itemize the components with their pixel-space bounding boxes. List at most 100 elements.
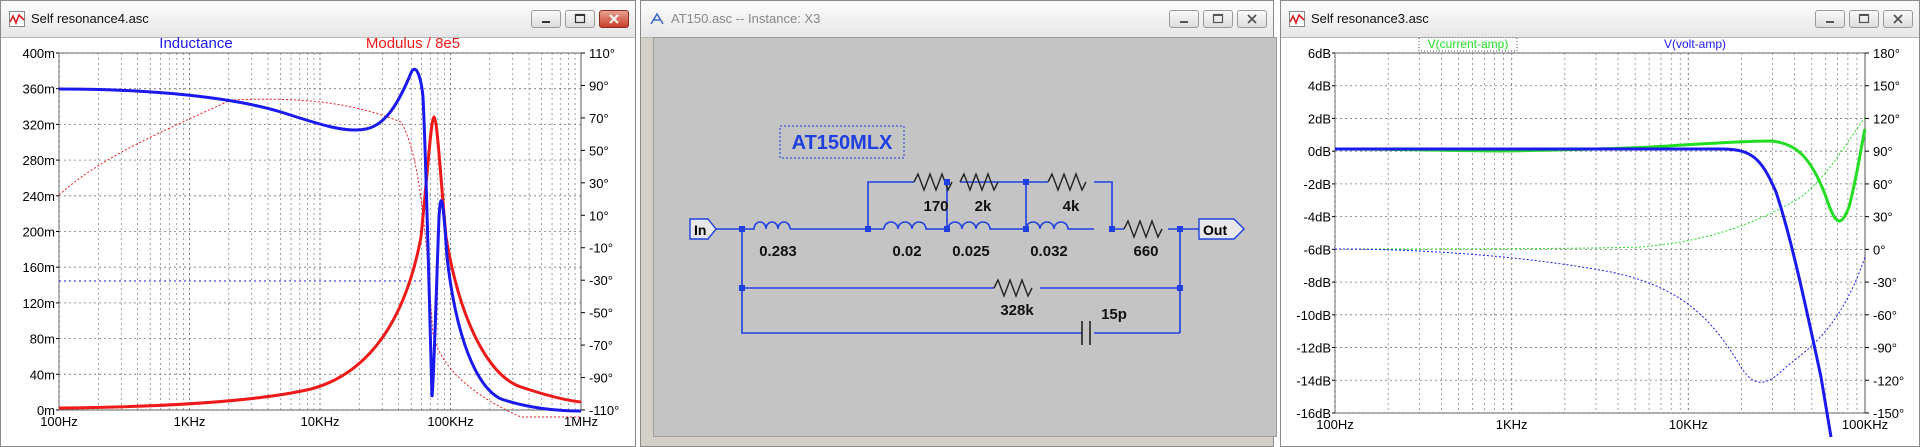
part-name-box[interactable]: AT150MLX <box>779 125 905 159</box>
inductor-value: 0.283 <box>759 243 797 260</box>
resistor-value: 2k <box>975 198 992 215</box>
plot-grid <box>58 52 582 411</box>
y-right-tick-label: -10° <box>589 241 613 256</box>
close-button[interactable] <box>1883 10 1913 28</box>
y-right-tick-label: 90° <box>589 78 609 93</box>
y-right-tick-label: 180° <box>1873 46 1900 61</box>
capacitor-value: 15p <box>1101 306 1127 323</box>
trace-labels: V(current-amp) V(volt-amp) <box>1418 37 1726 52</box>
waveform-plot[interactable]: V(current-amp) V(volt-amp) 6dB4dB2dB0dB-… <box>1281 37 1919 446</box>
maximize-button[interactable] <box>1203 10 1233 28</box>
traces <box>58 67 582 418</box>
inductor-l4 <box>1025 221 1072 230</box>
waveform-app-icon <box>1289 11 1305 27</box>
y-tick-label: -10dB <box>1296 308 1331 323</box>
y-right-tick-label: -30° <box>1873 275 1897 290</box>
traces <box>1334 116 1867 438</box>
y-tick-label: 2dB <box>1308 111 1331 126</box>
y-axis-right-labels: 110°90°70°50°30°10°-10°-30°-50°-70°-90°-… <box>581 46 619 418</box>
minimize-button[interactable] <box>1169 10 1199 28</box>
y-tick-label: 0dB <box>1308 144 1331 159</box>
waveform-plot[interactable]: Inductance Modulus / 8e5 400m 360m 320m 280… <box>1 37 635 446</box>
resistor-value: 660 <box>1133 243 1158 260</box>
maximize-button[interactable] <box>1849 10 1879 28</box>
inductance-trace <box>58 67 582 413</box>
y-right-tick-label: 50° <box>589 143 609 158</box>
inductor-value: 0.032 <box>1030 243 1068 260</box>
trace-label-volt-amp[interactable]: V(volt-amp) <box>1664 37 1726 51</box>
minimize-button[interactable] <box>1815 10 1845 28</box>
inductor-l2 <box>883 221 930 230</box>
close-button[interactable] <box>599 10 629 28</box>
trace-label-current-amp[interactable]: V(current-amp) <box>1428 37 1509 51</box>
window-title: AT150.asc -- Instance: X3 <box>671 11 821 26</box>
window-self-resonance3[interactable]: Self resonance3.asc V(current-amp) V(vol… <box>1280 0 1920 447</box>
capacitor <box>1081 321 1091 345</box>
x-tick-label: 100Hz <box>1316 417 1354 432</box>
y-tick-label: 240m <box>22 189 55 204</box>
resistor-r4 <box>1123 219 1163 239</box>
modulus-phase-trace <box>58 98 581 418</box>
volt-amp-trace <box>1335 147 1833 438</box>
port-out[interactable]: Out <box>1198 218 1245 240</box>
y-right-tick-label: -70° <box>589 338 613 353</box>
trace-label-inductance[interactable]: Inductance <box>159 37 232 52</box>
y-tick-label: 6dB <box>1308 46 1331 61</box>
y-tick-label: 200m <box>22 225 55 240</box>
component-values: 0.283 0.02 0.025 0.032 170 2k 4k 660 328… <box>759 198 1158 323</box>
window-at150-instance[interactable]: AT150.asc -- Instance: X3 <box>640 0 1277 447</box>
resistors <box>913 172 1163 298</box>
x-tick-label: 100KHz <box>1842 417 1888 432</box>
part-name: AT150MLX <box>792 132 893 154</box>
resistor-r2 <box>959 172 999 192</box>
y-right-tick-label: 110° <box>589 46 615 61</box>
y-tick-label: 400m <box>22 46 55 61</box>
schematic[interactable]: In Out AT150MLX 0.283 0.02 0.025 0.032 1… <box>654 38 1276 436</box>
resistor-r5 <box>993 278 1033 298</box>
close-button[interactable] <box>1237 10 1267 28</box>
resistor-r3 <box>1047 172 1087 192</box>
y-right-tick-label: 10° <box>589 208 609 223</box>
plot-frame <box>1334 52 1866 414</box>
inductor-value: 0.025 <box>952 243 990 260</box>
current-amp-trace <box>1334 128 1867 223</box>
y-tick-label: 320m <box>22 117 55 132</box>
y-axis-right-labels: 180°150°120°90°60°30°0°-30°-60°-90°-120°… <box>1865 46 1904 421</box>
y-tick-label: 360m <box>22 82 55 97</box>
y-right-tick-label: 30° <box>1873 210 1893 225</box>
title-bar[interactable]: AT150.asc -- Instance: X3 <box>641 1 1273 38</box>
y-tick-label: 280m <box>22 153 55 168</box>
y-right-tick-label: 60° <box>1873 177 1893 192</box>
y-axis-left-labels: 6dB4dB2dB0dB-2dB-4dB-6dB-8dB-10dB-12dB-1… <box>1296 46 1335 421</box>
title-bar[interactable]: Self resonance4.asc <box>1 1 635 38</box>
y-tick-label: 40m <box>30 367 55 382</box>
maximize-button[interactable] <box>565 10 595 28</box>
y-right-tick-label: 0° <box>1873 242 1885 257</box>
resistor-value: 328k <box>1000 302 1034 319</box>
y-right-tick-label: -120° <box>1873 373 1904 388</box>
y-tick-label: 160m <box>22 260 55 275</box>
x-tick-label: 1KHz <box>1496 417 1528 432</box>
y-right-tick-label: 90° <box>1873 144 1893 159</box>
schematic-app-icon <box>650 12 664 25</box>
title-bar[interactable]: Self resonance3.asc <box>1281 1 1919 38</box>
plot-grid <box>1334 52 1866 414</box>
minimize-button[interactable] <box>531 10 561 28</box>
window-self-resonance4[interactable]: Self resonance4.asc Inductance Modulus /… <box>0 0 636 447</box>
port-in[interactable]: In <box>689 218 717 240</box>
x-tick-label: 1KHz <box>174 414 206 429</box>
y-right-tick-label: -110° <box>589 403 619 418</box>
trace-labels: Inductance Modulus / 8e5 <box>159 37 460 52</box>
schematic-canvas[interactable]: In Out AT150MLX 0.283 0.02 0.025 0.032 1… <box>653 37 1277 437</box>
y-tick-label: 80m <box>30 332 55 347</box>
junctions <box>739 179 1183 291</box>
port-out-label: Out <box>1203 222 1227 238</box>
trace-label-modulus[interactable]: Modulus / 8e5 <box>366 37 460 52</box>
y-tick-label: 120m <box>22 296 55 311</box>
y-tick-label: -2dB <box>1304 177 1331 192</box>
port-in-label: In <box>694 222 706 238</box>
waveform-app-icon <box>9 11 25 27</box>
